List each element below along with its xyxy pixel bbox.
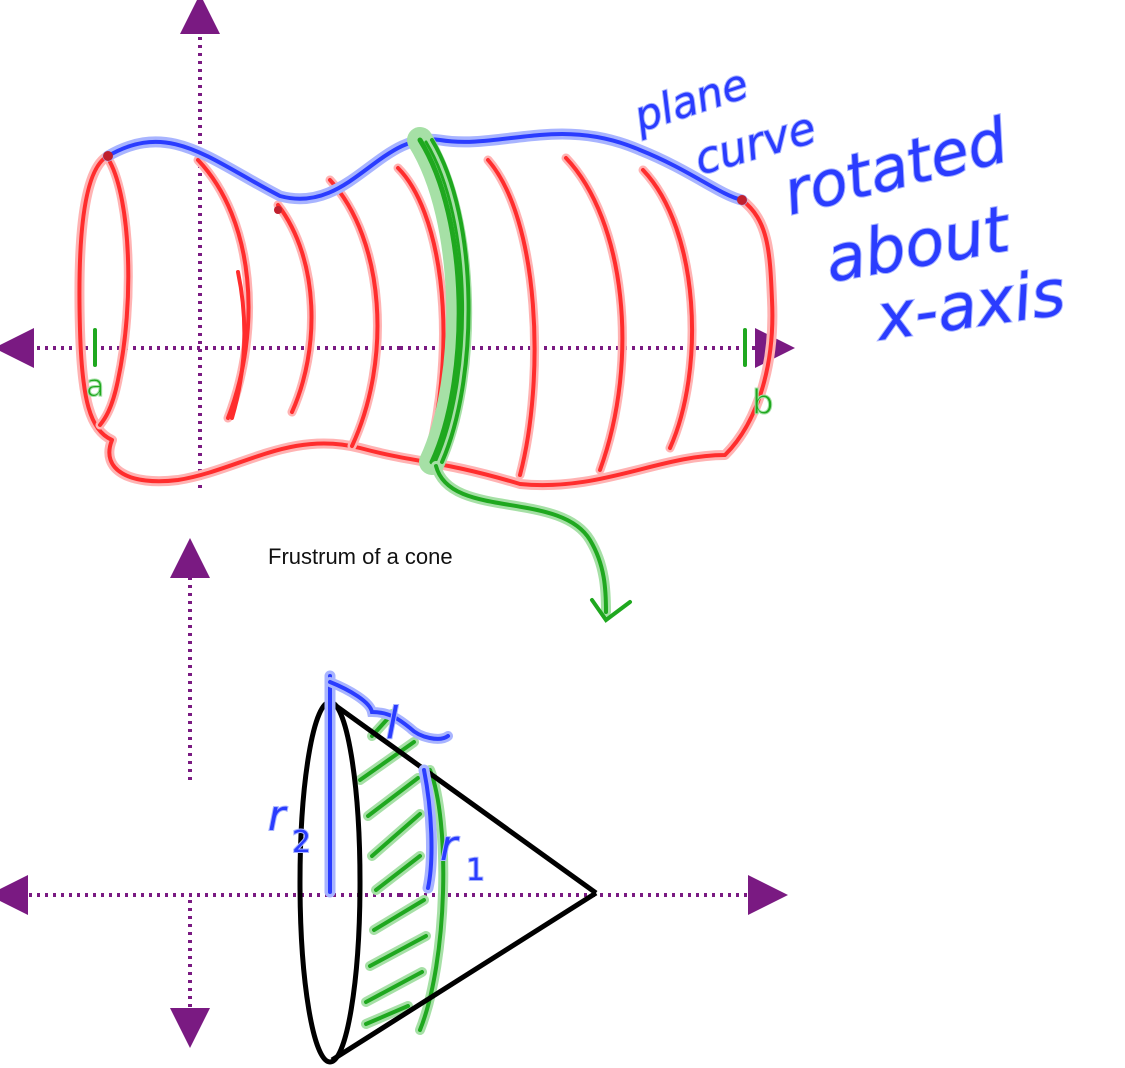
curve-mid-point <box>274 206 282 214</box>
cone-bottom-edge <box>330 890 598 1063</box>
label-b: b <box>752 383 774 423</box>
label-slant-l: l <box>386 698 399 749</box>
label-a: a <box>86 369 104 404</box>
bound-markers <box>93 328 747 367</box>
frustum-caption: Frustrum of a cone <box>268 544 453 569</box>
label-r2-subscript: 2 <box>292 825 311 860</box>
bottom-figure: l r 2 r 1 <box>0 538 788 1065</box>
curve-end-point <box>737 195 747 205</box>
top-figure: a b plane curve rotated about x-axis <box>0 0 1071 623</box>
cone-top-edge <box>330 700 598 896</box>
frustum-strip <box>407 127 632 623</box>
label-r2: r <box>268 791 288 840</box>
frustum-dimensions <box>324 670 453 898</box>
label-r1-subscript: 1 <box>466 853 485 888</box>
surface-outline <box>74 151 778 491</box>
label-r1: r <box>440 821 460 870</box>
curve-start-point <box>103 151 113 161</box>
cross-section-arcs <box>193 153 697 480</box>
